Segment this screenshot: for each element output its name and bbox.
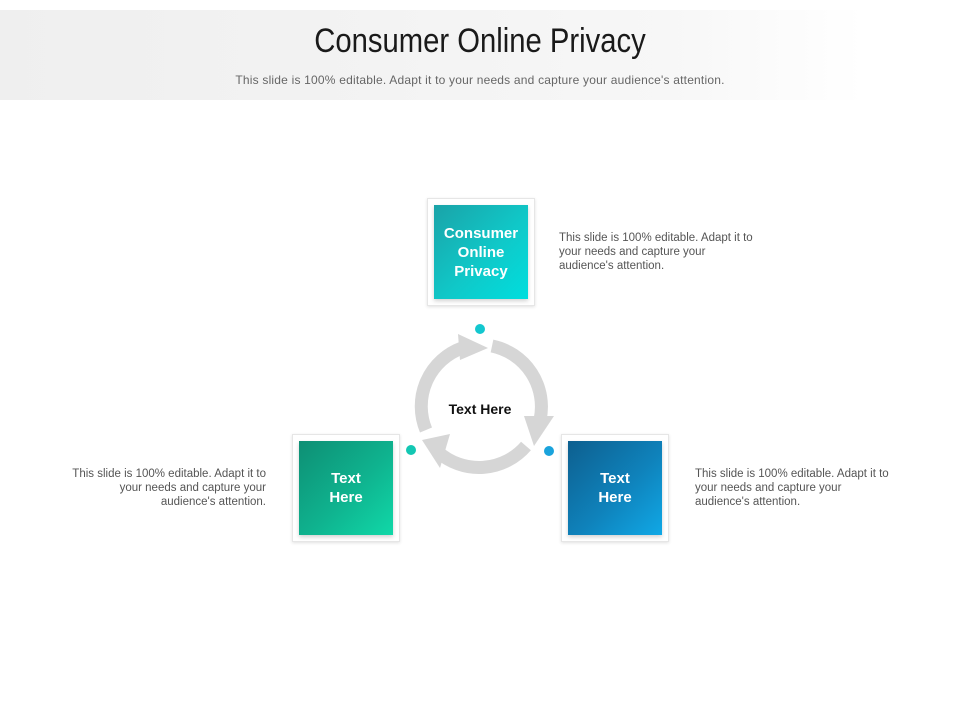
cycle-center-label: Text Here (448, 401, 512, 417)
node-right-label: Text Here (598, 470, 632, 506)
node-left-label: Text Here (329, 470, 363, 506)
node-top-connector-dot (475, 324, 485, 334)
cycle-arrows (414, 334, 554, 475)
cycle-arrow-segment-bottom (433, 441, 531, 475)
node-left-frame: Text Here (292, 434, 400, 542)
node-right-connector-dot (544, 446, 554, 456)
node-left-description: This slide is 100% editable. Adapt it to… (72, 468, 266, 508)
node-top-card: Consumer Online Privacy (434, 205, 528, 299)
node-top-frame: Consumer Online Privacy (427, 198, 535, 306)
node-top-label: Consumer Online Privacy (443, 224, 519, 280)
cycle-arrow-segment-left (414, 341, 465, 433)
header-band (0, 10, 960, 100)
cycle-arrowhead-right-icon (524, 416, 554, 446)
cycle-arrow-segment-top-right (490, 339, 548, 422)
node-right-frame: Text Here (561, 434, 669, 542)
node-left-connector-dot (406, 445, 416, 455)
slide-subtitle: This slide is 100% editable. Adapt it to… (235, 73, 725, 87)
node-top-description: This slide is 100% editable. Adapt it to… (559, 232, 753, 272)
node-right-card: Text Here (568, 441, 662, 535)
cycle-arrowhead-left-icon (422, 434, 450, 468)
node-right-description: This slide is 100% editable. Adapt it to… (695, 468, 889, 508)
cycle-arrowhead-top-icon (458, 334, 488, 360)
slide-title: Consumer Online Privacy (314, 22, 646, 60)
node-left-card: Text Here (299, 441, 393, 535)
